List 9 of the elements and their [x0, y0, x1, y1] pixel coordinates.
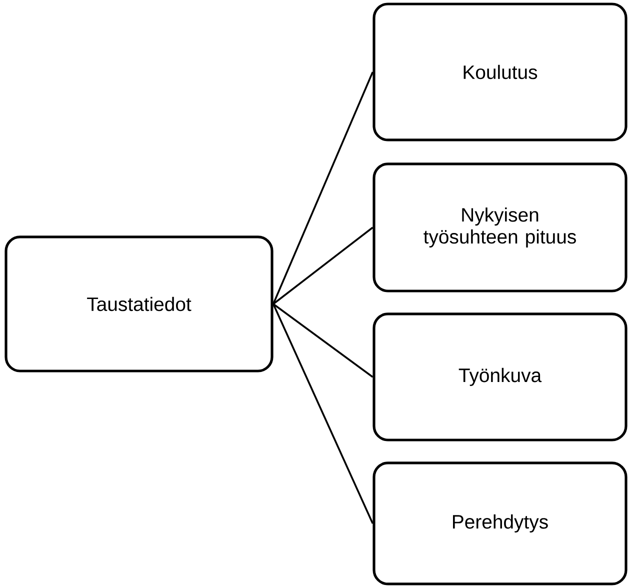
process-box: Taustatiedot	[4, 236, 274, 372]
process-box: Perehdytys	[372, 462, 628, 586]
process-box: Työnkuva	[372, 312, 628, 442]
process-box: Nykyisen työsuhteen pituus	[372, 162, 628, 292]
connector-line	[272, 304, 374, 524]
connector-line	[272, 303, 374, 378]
process-box: Koulutus	[372, 2, 628, 142]
connector-line	[272, 72, 374, 304]
connector-line	[272, 226, 374, 305]
